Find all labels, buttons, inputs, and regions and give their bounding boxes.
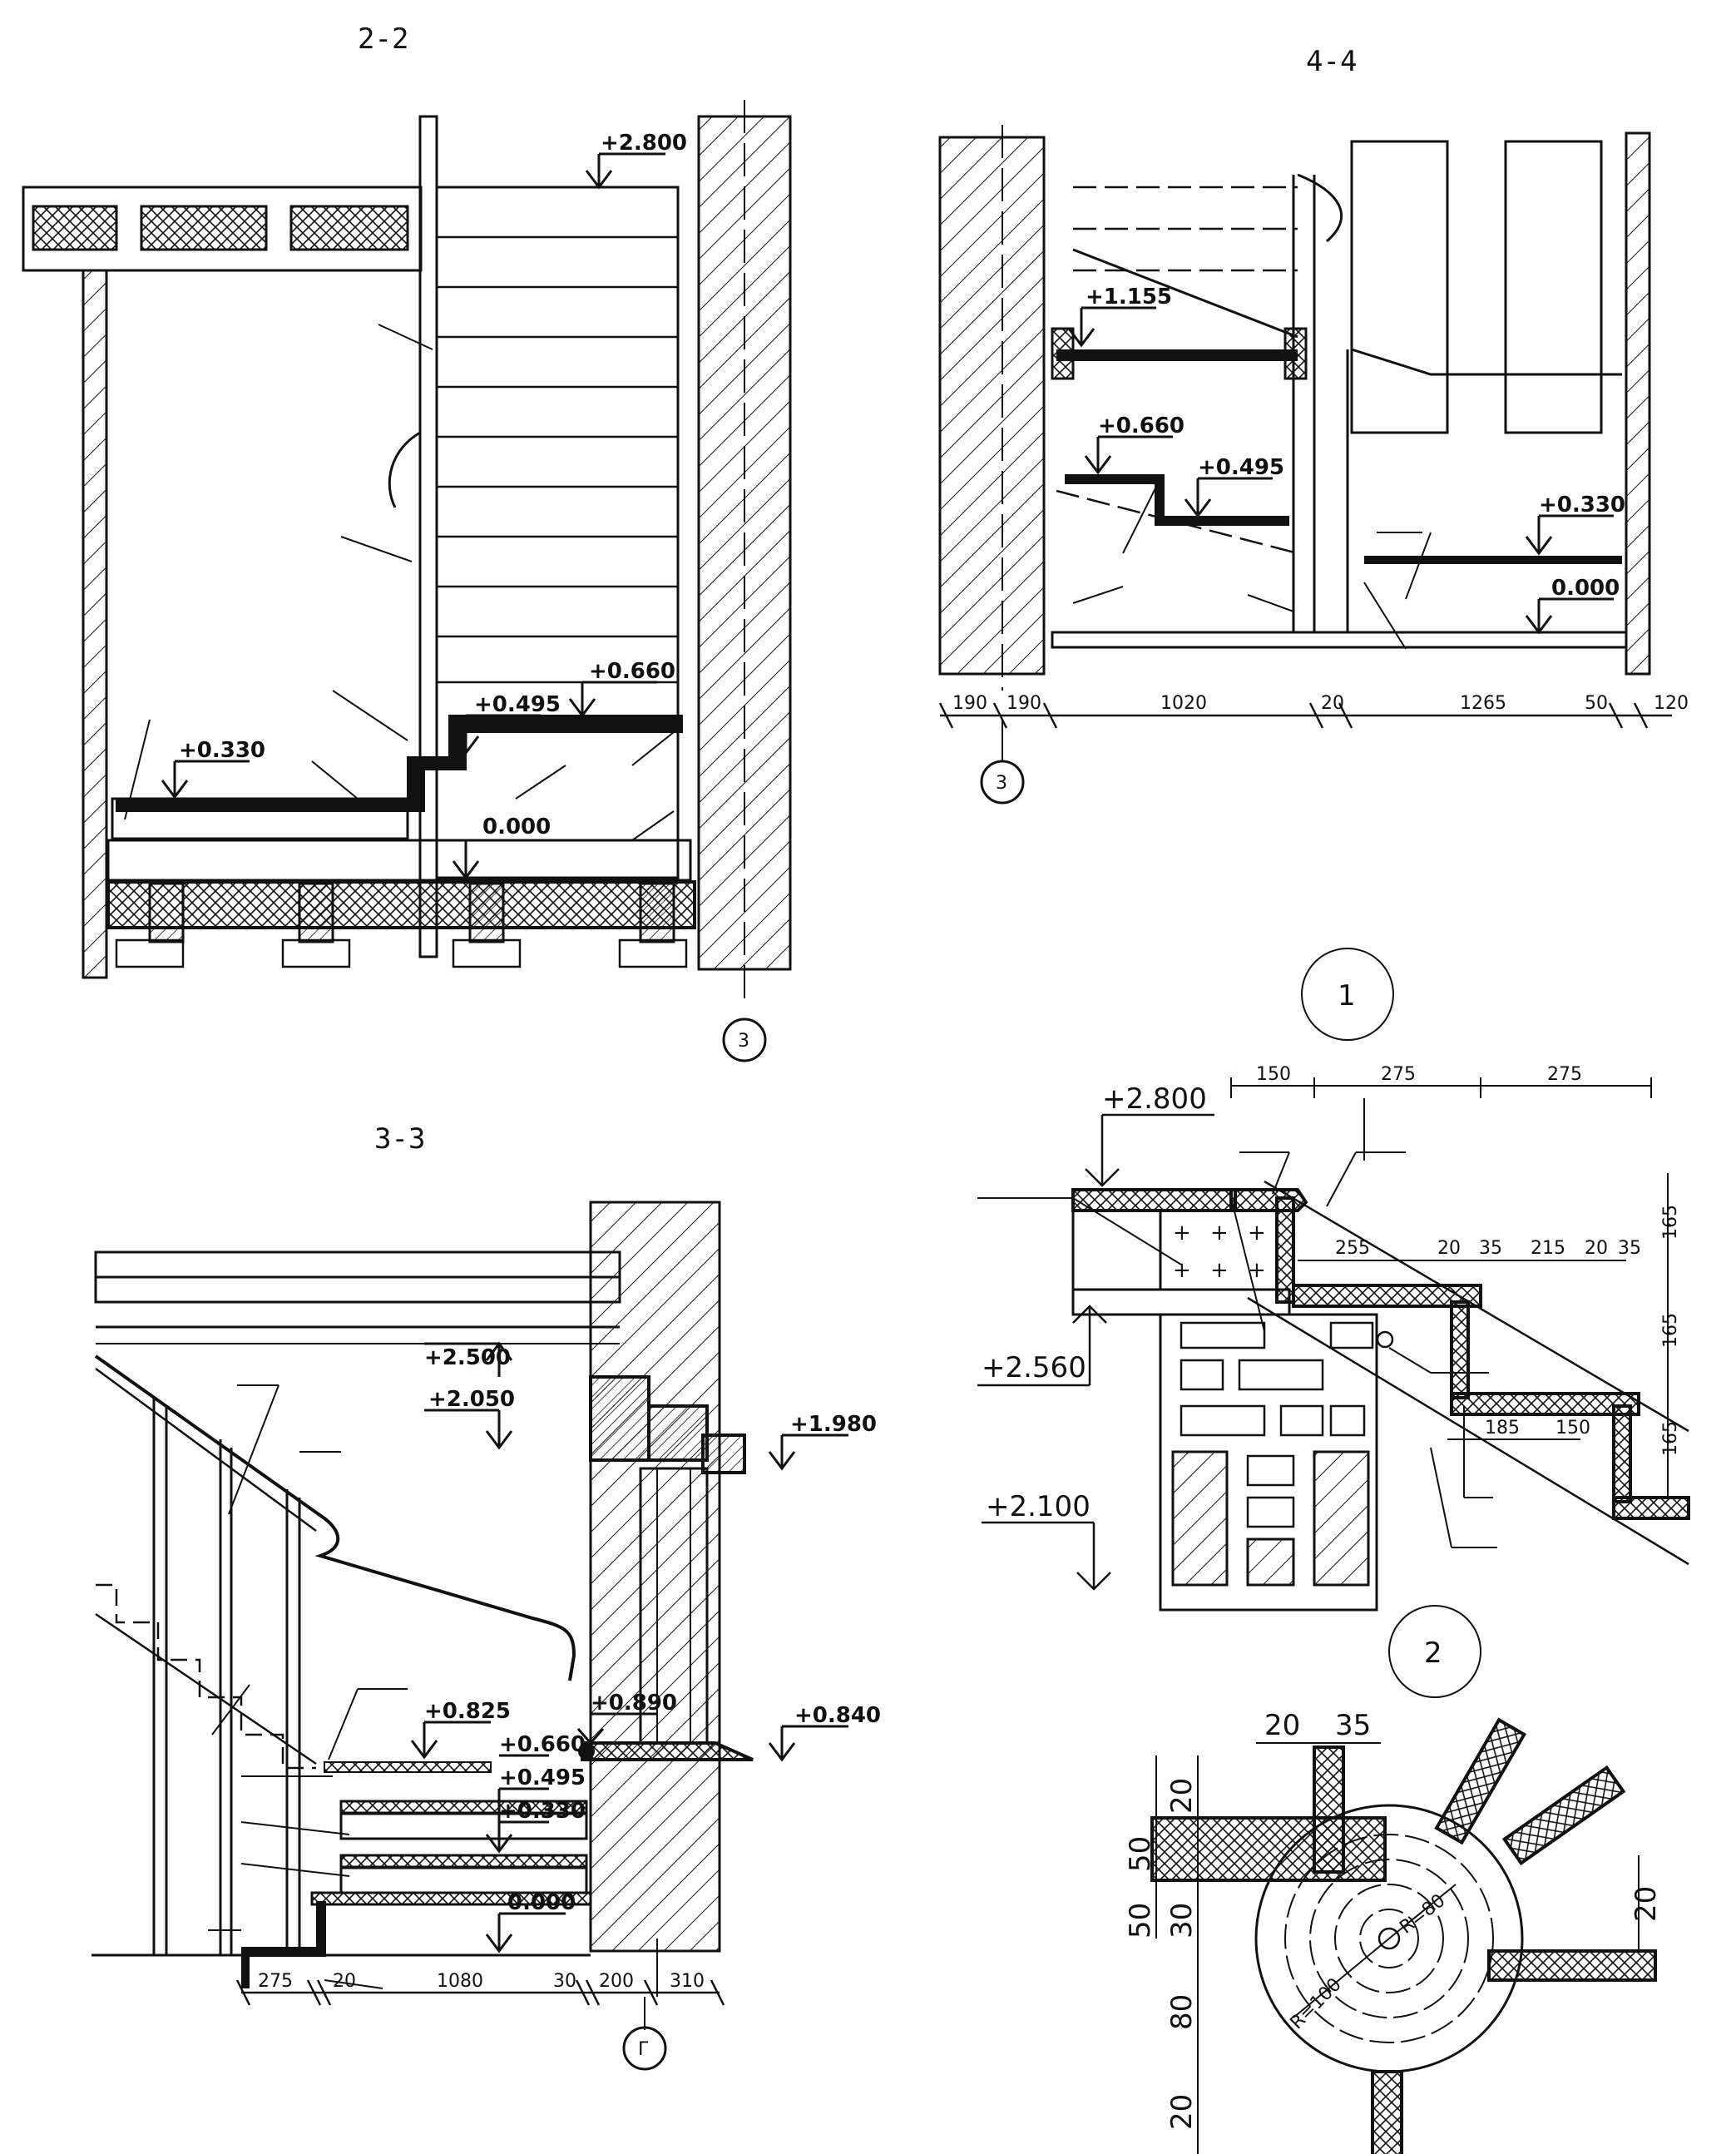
node-label: 2 [1424, 1637, 1442, 1670]
dimension-label: 275 [1547, 1064, 1582, 1085]
level-label: 0.000 [1551, 576, 1620, 601]
level-label: 0.000 [507, 1890, 576, 1915]
dimension-label: 20 [1585, 1238, 1608, 1259]
section-2-2: 2-2 [22, 22, 792, 1062]
dimension-label: 275 [258, 1971, 293, 1992]
level-label: +2.800 [1102, 1082, 1207, 1116]
dimension-label: 165 [1660, 1205, 1681, 1240]
dimension-label: 50 [1124, 1836, 1157, 1872]
dimension-label: 20 [333, 1971, 356, 1992]
level-label: +0.495 [499, 1765, 586, 1790]
radius-label: R=80 [1396, 1890, 1449, 1939]
level-label: +2.560 [982, 1351, 1086, 1384]
dimension-label: 30 [1165, 1903, 1199, 1939]
dimension-label: 1080 [437, 1971, 483, 1992]
axis-label: 3 [738, 1031, 749, 1052]
detail-node-1: 1 150 275 275 +2.800 +2.560 +2.100 + + + +… [977, 948, 1690, 1612]
radius-label: R=100 [1287, 1974, 1346, 2033]
level-label: +1.155 [1086, 285, 1172, 309]
dimension-label: 1265 [1460, 693, 1506, 714]
dimension-label: 215 [1531, 1238, 1565, 1259]
level-label: 0.000 [482, 815, 551, 839]
dimension-label: 20 [1321, 693, 1344, 714]
dimension-label: 120 [1654, 693, 1689, 714]
level-label: +0.330 [499, 1799, 586, 1824]
detail-node-2: 2 R=80 R=100 20 35 20 50 [1124, 1605, 1663, 2154]
svg-text:+: + [1173, 1258, 1191, 1283]
dimension-label: 50 [1585, 693, 1608, 714]
dimension-label: 20 [1165, 1778, 1199, 1814]
svg-text:+: + [1248, 1258, 1266, 1283]
level-label: +0.330 [179, 738, 265, 763]
dimension-label: 255 [1335, 1238, 1370, 1259]
level-label: +2.100 [986, 1490, 1091, 1523]
dimension-label: 190 [952, 693, 987, 714]
level-label: +0.330 [1539, 493, 1625, 517]
dimension-label: 50 [1124, 1903, 1157, 1939]
level-label: +1.980 [790, 1412, 877, 1437]
svg-text:+: + [1173, 1221, 1191, 1245]
svg-text:+: + [1210, 1258, 1229, 1283]
axis-label: Г [638, 2039, 649, 2060]
dimension-label: 80 [1165, 1994, 1199, 2030]
level-label: +0.660 [589, 659, 675, 684]
section-3-3: 3-3 [91, 1122, 881, 2071]
svg-text:+: + [1210, 1221, 1229, 1245]
dimension-label: 190 [1006, 693, 1041, 714]
node-label: 1 [1338, 979, 1356, 1013]
section-4-4: 4-4 [938, 45, 1689, 805]
level-label: +0.660 [1098, 413, 1185, 438]
axis-label: 3 [996, 773, 1007, 794]
dimension-label: 150 [1555, 1418, 1590, 1438]
dimension-label: 185 [1485, 1418, 1520, 1438]
level-label: +0.660 [499, 1732, 586, 1757]
dimension-label: 165 [1660, 1313, 1681, 1348]
level-label: +0.495 [474, 692, 561, 717]
dimension-label: 35 [1618, 1238, 1641, 1259]
dimension-label: 165 [1660, 1421, 1681, 1456]
level-label: +2.800 [601, 131, 687, 156]
level-label: +2.050 [428, 1387, 515, 1412]
dimension-label: 150 [1256, 1064, 1291, 1085]
level-label: +0.495 [1198, 455, 1284, 480]
dimension-label: 275 [1381, 1064, 1416, 1085]
dimension-label: 20 [1630, 1886, 1663, 1922]
section-title-4-4: 4-4 [1306, 45, 1357, 78]
dimension-label: 35 [1479, 1238, 1502, 1259]
level-label: +2.500 [424, 1345, 511, 1370]
dimension-label: 20 [1165, 2094, 1199, 2130]
dimension-label: 310 [670, 1971, 705, 1992]
section-title-3-3: 3-3 [374, 1122, 425, 1156]
dimension-label: 20 [1264, 1709, 1300, 1742]
dimension-label: 35 [1335, 1709, 1371, 1742]
level-label: +0.890 [591, 1691, 677, 1716]
svg-text:+: + [1248, 1221, 1266, 1245]
dimension-label: 20 [1437, 1238, 1461, 1259]
level-label: +0.825 [424, 1699, 511, 1724]
dimension-label: 1020 [1160, 693, 1207, 714]
dimension-label: 200 [599, 1971, 634, 1992]
section-title-2-2: 2-2 [358, 22, 408, 56]
dimension-label: 30 [553, 1971, 576, 1992]
level-label: +0.840 [794, 1703, 881, 1728]
